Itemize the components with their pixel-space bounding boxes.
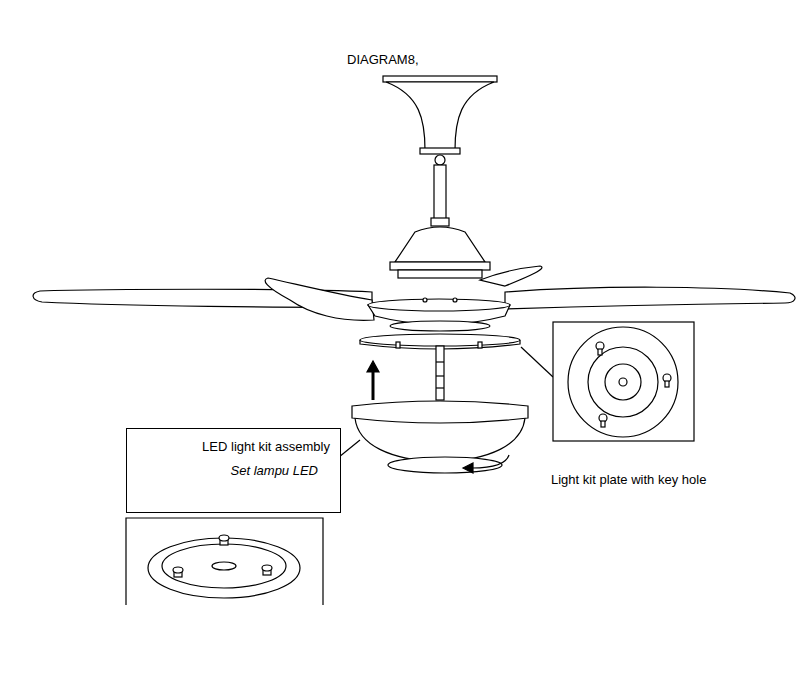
plate-detail-box-part: [601, 421, 605, 427]
callout-box: LED light kit assemblySet lampu LED: [126, 428, 341, 513]
wire-connector-part: [436, 361, 444, 362]
motor-housing-part: [390, 262, 490, 270]
fan-blade-part: [265, 278, 374, 320]
label-text: Light kit plate with key hole: [551, 472, 706, 487]
bowl-detail-box-part: [162, 544, 286, 588]
light-kit-bowl: [352, 401, 528, 473]
motor-housing-part: [423, 298, 427, 302]
light-kit-bowl-part: [463, 463, 473, 473]
motor-housing: [368, 227, 510, 331]
canopy-part: [420, 148, 460, 154]
part-label: Light kit plate with key hole: [551, 472, 706, 487]
downrod-part: [431, 218, 449, 226]
light-kit-bowl-part: [352, 401, 528, 423]
canopy: [383, 76, 497, 165]
canopy-part: [435, 155, 445, 165]
canopy-part: [383, 76, 497, 82]
leader-line-part: [521, 347, 553, 377]
light-kit-bowl-part: [355, 418, 525, 462]
bowl-detail-box: [126, 518, 323, 605]
plate-detail-box-part: [553, 322, 694, 441]
light-kit-plate-part: [478, 342, 482, 348]
bowl-detail-box-part: [173, 567, 183, 573]
bowl-detail-box-part: [219, 535, 229, 541]
up-arrow: [367, 361, 379, 400]
leader-line: [323, 347, 553, 470]
light-kit-plate-part: [396, 342, 400, 348]
light-kit-bowl-part: [472, 455, 509, 468]
plate-detail-box-part: [619, 378, 627, 386]
wire-connector-part: [436, 375, 444, 376]
wire-connector-part: [436, 387, 444, 388]
light-kit-plate-part: [360, 334, 520, 346]
plate-detail-box-part: [568, 327, 678, 437]
motor-housing-part: [453, 298, 457, 302]
up-arrow-part: [372, 370, 375, 400]
diagram-title: DIAGRAM8,: [347, 52, 419, 67]
bowl-detail-box-part: [126, 518, 323, 605]
title-text: DIAGRAM8,: [347, 52, 419, 67]
bowl-detail-box-part: [212, 562, 236, 570]
motor-housing-part: [368, 299, 510, 311]
motor-housing-part: [395, 227, 485, 262]
motor-housing-part: [398, 270, 482, 278]
canopy-part: [386, 82, 494, 150]
fan-blade-part: [505, 287, 795, 309]
motor-housing-part: [390, 321, 490, 331]
plate-detail-box-part: [605, 364, 641, 400]
bowl-detail-box-part: [262, 565, 272, 571]
wire-connector-part: [436, 346, 444, 400]
plate-detail-box: [553, 322, 694, 441]
light-kit-bowl-part: [388, 457, 502, 473]
bowl-detail-box-part: [148, 538, 300, 598]
part-name-translation: Set lampu LED: [127, 455, 340, 479]
up-arrow-part: [367, 361, 379, 372]
wire-connector: [436, 346, 444, 400]
plate-detail-box-part: [665, 381, 669, 387]
downrod-part: [434, 165, 446, 223]
part-name: LED light kit assembly: [127, 429, 340, 455]
plate-detail-box-part: [588, 347, 658, 417]
downrod: [431, 165, 449, 226]
plate-detail-box-part: [598, 349, 602, 355]
